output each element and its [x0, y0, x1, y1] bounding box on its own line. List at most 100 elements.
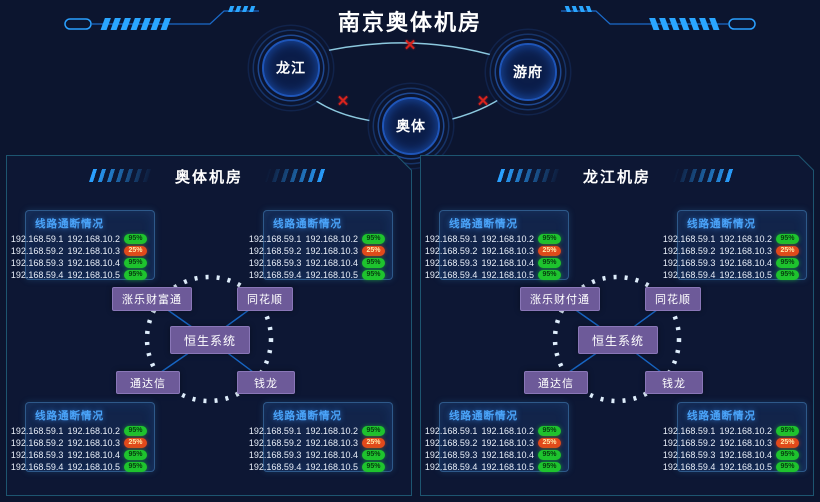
- dest-ip: 192.168.10.2: [305, 234, 358, 244]
- link-status-row: 192.168.59.1 192.168.10.2 95%: [678, 233, 806, 245]
- source-ip: 192.168.59.3: [424, 258, 478, 268]
- dest-ip: 192.168.10.4: [481, 450, 534, 460]
- link-status-row: 192.168.59.3 192.168.10.4 95%: [26, 257, 154, 269]
- link-status-row: 192.168.59.1 192.168.10.2 95%: [264, 233, 392, 245]
- link-status-row: 192.168.59.4 192.168.10.5 95%: [440, 269, 568, 281]
- link-status-box-title: 线路通断情况: [273, 410, 342, 422]
- link-status-row: 192.168.59.3 192.168.10.4 95%: [440, 449, 568, 461]
- dest-ip: 192.168.10.3: [305, 438, 358, 448]
- panel-header: 奥体机房: [7, 156, 411, 192]
- uptime-badge: 95%: [776, 450, 799, 460]
- uptime-badge: 95%: [124, 450, 147, 460]
- source-ip: 192.168.59.1: [10, 234, 64, 244]
- dest-ip: 192.168.10.3: [481, 438, 534, 448]
- uptime-badge: 95%: [124, 258, 147, 268]
- source-ip: 192.168.59.2: [10, 438, 64, 448]
- dest-ip: 192.168.10.4: [67, 450, 120, 460]
- link-status-box: 线路通断情况 192.168.59.1 192.168.10.2 95% 192…: [439, 402, 569, 472]
- source-ip: 192.168.59.4: [424, 462, 478, 472]
- source-ip: 192.168.59.4: [248, 462, 302, 472]
- node-youfu[interactable]: 游府: [499, 43, 557, 101]
- dest-ip: 192.168.10.5: [481, 270, 534, 280]
- source-ip: 192.168.59.3: [248, 258, 302, 268]
- dest-ip: 192.168.10.4: [719, 450, 772, 460]
- link-status-row: 192.168.59.3 192.168.10.4 95%: [678, 257, 806, 269]
- uptime-badge: 25%: [538, 246, 561, 256]
- header-slashes-right-icon: [671, 169, 737, 182]
- dest-ip: 192.168.10.3: [719, 438, 772, 448]
- link-status-row: 192.168.59.2 192.168.10.3 25%: [440, 245, 568, 257]
- uptime-badge: 95%: [538, 462, 561, 472]
- broken-link-icon: ✕: [403, 37, 417, 54]
- system-node-bottom-right[interactable]: 钱龙: [237, 371, 295, 394]
- link-status-row: 192.168.59.4 192.168.10.5 95%: [264, 461, 392, 473]
- source-ip: 192.168.59.3: [248, 450, 302, 460]
- uptime-badge: 95%: [362, 234, 385, 244]
- system-node-center[interactable]: 恒生系统: [578, 326, 658, 354]
- uptime-badge: 25%: [124, 246, 147, 256]
- link-status-row: 192.168.59.2 192.168.10.3 25%: [678, 437, 806, 449]
- dest-ip: 192.168.10.3: [67, 246, 120, 256]
- link-status-box: 线路通断情况 192.168.59.1 192.168.10.2 95% 192…: [439, 210, 569, 280]
- uptime-badge: 25%: [124, 438, 147, 448]
- source-ip: 192.168.59.1: [248, 234, 302, 244]
- system-node-bottom-left[interactable]: 通达信: [524, 371, 588, 394]
- dest-ip: 192.168.10.3: [67, 438, 120, 448]
- uptime-badge: 95%: [538, 426, 561, 436]
- system-node-top-left[interactable]: 涨乐财富通: [112, 287, 192, 311]
- uptime-badge: 25%: [776, 246, 799, 256]
- node-longjiang[interactable]: 龙江: [262, 39, 320, 97]
- link-status-box-title: 线路通断情况: [273, 218, 342, 230]
- node-aoti[interactable]: 奥体: [382, 97, 440, 155]
- system-node-top-left[interactable]: 涨乐财付通: [520, 287, 600, 311]
- system-node-top-right[interactable]: 同花顺: [645, 287, 701, 311]
- room-panel: 龙江机房 线路通断情况 192.168.59.1 192.168.10.2 95…: [420, 155, 814, 496]
- system-node-top-right[interactable]: 同花顺: [237, 287, 293, 311]
- dest-ip: 192.168.10.3: [719, 246, 772, 256]
- link-status-row: 192.168.59.2 192.168.10.3 25%: [440, 437, 568, 449]
- link-status-row: 192.168.59.1 192.168.10.2 95%: [440, 425, 568, 437]
- link-status-row: 192.168.59.4 192.168.10.5 95%: [440, 461, 568, 473]
- source-ip: 192.168.59.2: [662, 438, 716, 448]
- source-ip: 192.168.59.1: [424, 426, 478, 436]
- panel-title: 奥体机房: [174, 169, 243, 186]
- dest-ip: 192.168.10.4: [481, 258, 534, 268]
- system-node-bottom-left[interactable]: 通达信: [116, 371, 180, 394]
- source-ip: 192.168.59.4: [662, 270, 716, 280]
- link-status-row: 192.168.59.2 192.168.10.3 25%: [264, 437, 392, 449]
- dest-ip: 192.168.10.4: [67, 258, 120, 268]
- link-status-row: 192.168.59.3 192.168.10.4 95%: [678, 449, 806, 461]
- link-status-box-title: 线路通断情况: [35, 218, 104, 230]
- link-status-box: 线路通断情况 192.168.59.1 192.168.10.2 95% 192…: [25, 402, 155, 472]
- link-status-box: 线路通断情况 192.168.59.1 192.168.10.2 95% 192…: [25, 210, 155, 280]
- link-status-box-title: 线路通断情况: [449, 410, 518, 422]
- source-ip: 192.168.59.1: [662, 234, 716, 244]
- source-ip: 192.168.59.1: [662, 426, 716, 436]
- dest-ip: 192.168.10.4: [305, 258, 358, 268]
- link-status-row: 192.168.59.4 192.168.10.5 95%: [678, 269, 806, 281]
- uptime-badge: 95%: [362, 258, 385, 268]
- uptime-badge: 95%: [124, 426, 147, 436]
- header-decoration-right: [561, 6, 756, 30]
- dest-ip: 192.168.10.5: [481, 462, 534, 472]
- link-status-row: 192.168.59.2 192.168.10.3 25%: [678, 245, 806, 257]
- link-status-box-title: 线路通断情况: [687, 218, 756, 230]
- dest-ip: 192.168.10.5: [719, 270, 772, 280]
- dest-ip: 192.168.10.2: [67, 426, 120, 436]
- dest-ip: 192.168.10.2: [719, 426, 772, 436]
- source-ip: 192.168.59.2: [424, 438, 478, 448]
- system-node-bottom-right[interactable]: 钱龙: [645, 371, 703, 394]
- uptime-badge: 95%: [776, 426, 799, 436]
- system-node-center[interactable]: 恒生系统: [170, 326, 250, 354]
- uptime-badge: 95%: [538, 258, 561, 268]
- link-status-row: 192.168.59.1 192.168.10.2 95%: [678, 425, 806, 437]
- link-status-box: 线路通断情况 192.168.59.1 192.168.10.2 95% 192…: [263, 210, 393, 280]
- link-status-box-title: 线路通断情况: [687, 410, 756, 422]
- system-topology-diagram: 涨乐财富通 同花顺 恒生系统 通达信 钱龙: [104, 274, 314, 410]
- link-status-row: 192.168.59.4 192.168.10.5 95%: [26, 461, 154, 473]
- uptime-badge: 95%: [776, 462, 799, 472]
- uptime-badge: 25%: [538, 438, 561, 448]
- uptime-badge: 95%: [538, 234, 561, 244]
- link-status-row: 192.168.59.1 192.168.10.2 95%: [264, 425, 392, 437]
- dest-ip: 192.168.10.5: [67, 270, 120, 280]
